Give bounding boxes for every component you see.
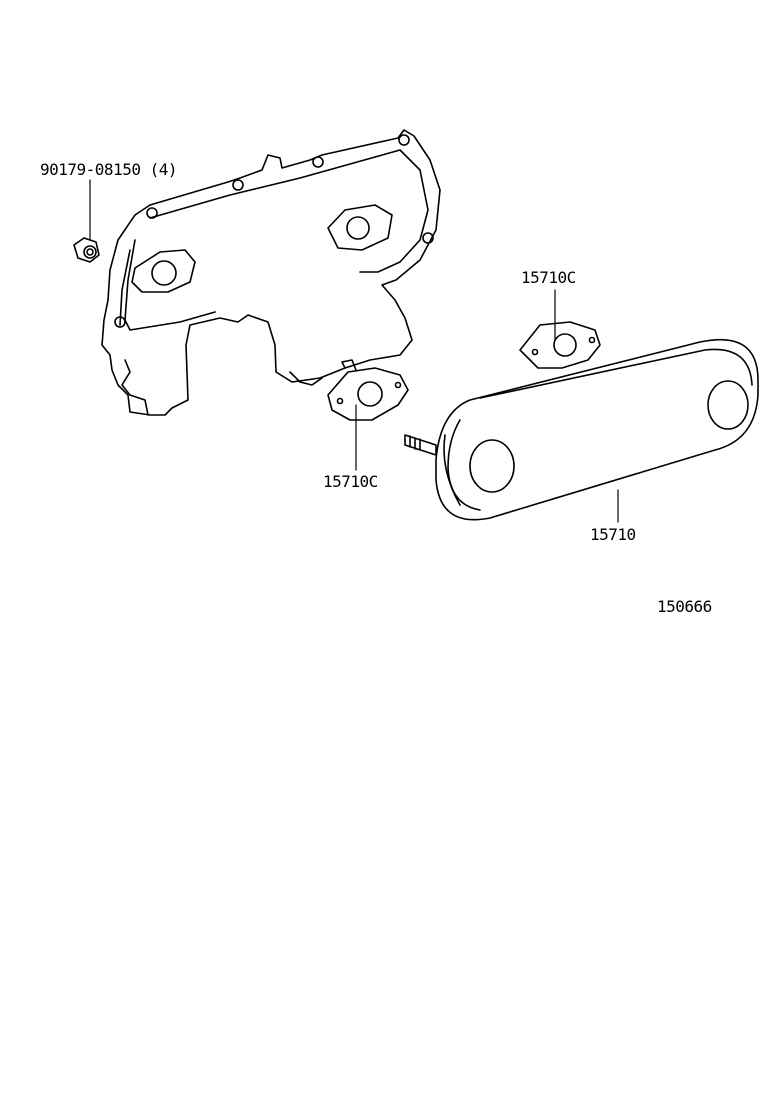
part-number: 90179-08150 [40, 160, 141, 179]
oil-cooler-cover [101, 129, 441, 416]
nut-icon [73, 237, 100, 263]
diagram-id: 150666 [657, 597, 712, 616]
oil-cooler-element [404, 338, 759, 521]
gasket-lower [327, 367, 409, 421]
part-quantity: (4) [149, 160, 178, 179]
part-label-nut: 90179-08150 (4) [40, 160, 178, 179]
part-label-oil-cooler: 15710 [590, 525, 636, 544]
part-label-gasket-lower: 15710C [323, 472, 378, 491]
gasket-upper [519, 321, 601, 369]
part-label-gasket-upper: 15710C [521, 268, 576, 287]
